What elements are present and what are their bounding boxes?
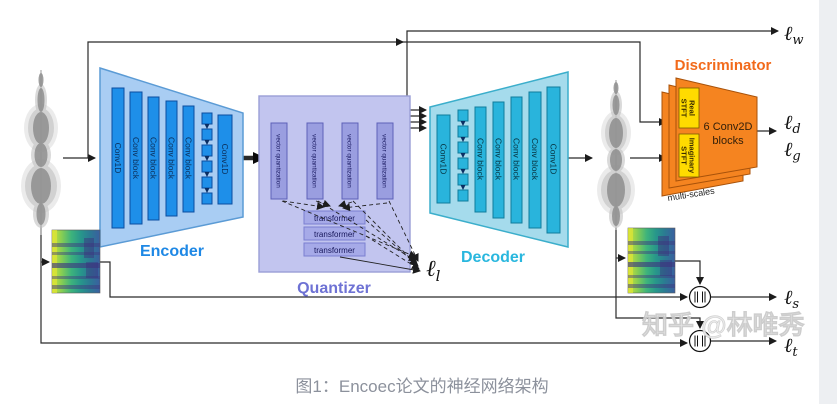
loss-ll-label: ℓl xyxy=(426,256,441,285)
decoder-bar-label: Conv block xyxy=(530,138,540,181)
encoder-bar-label: Conv1D xyxy=(220,144,230,175)
norm-icon xyxy=(694,291,706,303)
decoder-block: Conv1D Conv block Conv block Conv block … xyxy=(429,71,569,266)
loss-ld-label: ℓd xyxy=(784,110,801,137)
encoder-bar-label: Conv block xyxy=(131,137,141,180)
quantizer-dashed-lines xyxy=(281,199,420,270)
vq-bar-label: vector quantization xyxy=(275,134,282,188)
quantizer-title: Quantizer xyxy=(297,280,371,297)
figure-caption: 图1：Encoec论文的神经网络架构 xyxy=(295,377,548,396)
decoder-bar-label: Conv1D xyxy=(549,144,559,175)
encoder-bar-label: Conv1D xyxy=(113,143,123,174)
vq-bar-label: vector quantization xyxy=(311,134,318,188)
loss-lt-label: ℓt xyxy=(784,333,798,360)
reconstructed-spectrogram xyxy=(627,227,676,294)
input-to-discriminator-line xyxy=(87,41,667,158)
input-waveform xyxy=(21,70,61,235)
lt-norm-node xyxy=(688,329,712,353)
transformer-to-ll-line xyxy=(339,256,421,274)
recon-to-lt-node-line xyxy=(615,228,704,329)
transformer-label: transformer xyxy=(314,214,355,223)
decoder-bar-label: Conv block xyxy=(512,138,522,181)
real-stft-label: Real xyxy=(688,100,697,116)
imaginary-stft-label: Imaginary xyxy=(688,138,697,174)
decoder-lstm-column xyxy=(457,109,469,202)
encoder-title: Encoder xyxy=(140,243,204,260)
decoder-title: Decoder xyxy=(461,249,525,266)
encoder-lstm-column xyxy=(201,112,213,205)
discriminator-title: Discriminator xyxy=(675,57,772,74)
spectrogram2-to-ls-node-line xyxy=(675,260,704,285)
transformer-label: transformer xyxy=(314,246,355,255)
reconstructed-waveform xyxy=(597,80,635,230)
decoder-bar-label: Conv1D xyxy=(439,144,449,175)
discriminator-block: Real STFT Imaginary STFT 6 Conv2D blocks… xyxy=(661,57,772,203)
real-stft-box xyxy=(678,87,700,129)
encoder-bar-label: Conv block xyxy=(184,137,194,180)
decoder-bar-label: Conv block xyxy=(494,138,504,181)
ls-norm-node xyxy=(688,285,712,309)
transformer-label: transformer xyxy=(314,230,355,239)
waveform-to-lt-node-line xyxy=(40,224,688,347)
vq-bar-label: vector quantization xyxy=(381,134,388,188)
imaginary-stft-label: STFT xyxy=(680,146,689,165)
norm-icon xyxy=(694,335,706,347)
imaginary-stft-box xyxy=(678,133,700,178)
decoder-bar-label: Conv block xyxy=(476,138,486,181)
real-stft-label: STFT xyxy=(680,99,689,118)
spectrogram1-to-ls-node-line xyxy=(100,261,688,301)
quantizer-block: vector quantization vector quantization … xyxy=(258,95,421,297)
discriminator-body-label: 6 Conv2D xyxy=(704,121,753,133)
zhihu-watermark: 知乎 @林唯秀 xyxy=(642,310,805,340)
loss-ls-label: ℓs xyxy=(784,285,799,312)
loss-lw-label: ℓw xyxy=(784,21,803,48)
encoder-bar-label: Conv block xyxy=(149,137,159,180)
quantizer-to-lw-line xyxy=(406,27,779,96)
loss-lg-label: ℓg xyxy=(784,137,801,164)
vq-bar-label: vector quantization xyxy=(346,134,353,188)
page-gutter xyxy=(819,0,837,404)
encoder-bar-label: Conv block xyxy=(167,137,177,180)
encoder-block: Conv1D Conv block Conv block Conv block … xyxy=(99,66,244,260)
discriminator-body-label: blocks xyxy=(712,135,744,147)
input-spectrogram xyxy=(51,229,101,294)
